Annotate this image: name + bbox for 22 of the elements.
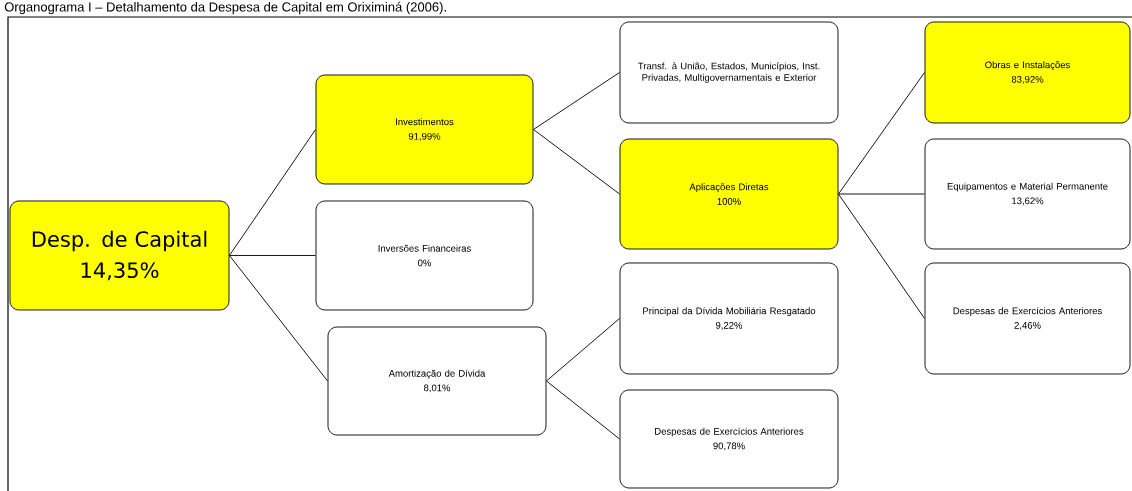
highlighted-box: Investimentos 91,99% (315, 74, 534, 185)
category-box: Principal da Dívida Mobiliária Resgatado 9,22% (619, 262, 839, 375)
category-box: Inversões Financeiras 0% (315, 200, 534, 311)
connector-line (229, 255, 316, 256)
connector-line (533, 72, 620, 130)
connector-line (546, 380, 620, 440)
connector-line (838, 193, 925, 319)
connector-line (533, 129, 620, 195)
connector-line (838, 72, 925, 195)
connector-line (229, 255, 328, 382)
highlighted-box: Aplicações Diretas 100% (619, 138, 839, 250)
highlighted-box: Obras e Instalações 83,92% (924, 21, 1131, 124)
connector-line (838, 193, 925, 195)
connector-line (229, 129, 316, 256)
title: Organograma I – Detalhamento da Despesa de Capital em Oriximiná (2006). (4, 1, 446, 15)
category-box: Equipamentos e Material Permanente 13,62% (924, 138, 1131, 250)
category-box: Transf. à União, Estados, Municípios, Inst. Privadas, Multigovernamentais e Exterior (619, 21, 839, 124)
connector-line (546, 318, 620, 382)
category-box: Amortização de Dívida 8,01% (327, 326, 547, 436)
highlighted-box: Desp. de Capital 14,35% (9, 200, 230, 311)
category-box: Despesas de Exercícios Anteriores 90,78% (619, 389, 839, 489)
category-box: Despesas de Exercícios Anteriores 2,46% (924, 262, 1131, 375)
